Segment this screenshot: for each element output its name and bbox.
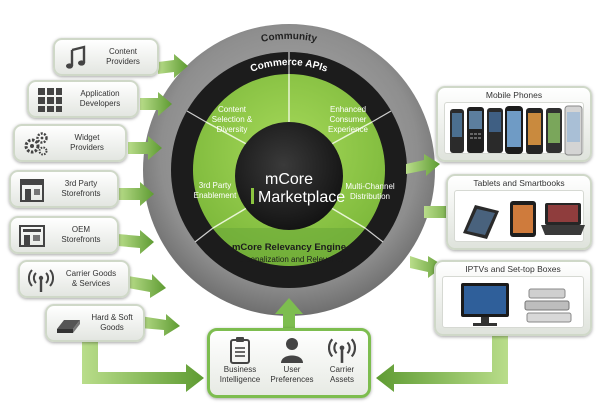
gears-icon (24, 132, 48, 156)
relevancy-engine-title: mCore Relevancy Engine (232, 242, 346, 253)
core-circle (235, 122, 343, 230)
tablets-icon (463, 201, 585, 239)
provider-label: 3rd Party Storefronts (61, 179, 101, 198)
core-title-line2: Marketplace (258, 189, 345, 206)
provider-label: Widget Providers (70, 133, 104, 152)
input-user-preferences: User Preferences (266, 336, 318, 384)
oem-store-icon (19, 225, 45, 247)
community-label: Community (260, 31, 318, 45)
relevancy-inputs-panel: Business Intelligence User Preferences C… (207, 328, 371, 398)
signal-tower-icon (328, 338, 356, 363)
provider-hard-soft-goods: Hard & Soft Goods (45, 304, 145, 342)
provider-content: Content Providers (53, 38, 159, 76)
channel-label: IPTVs and Set-top Boxes (465, 264, 561, 274)
relevancy-engine-subtitle: Personalization and Relevancy (234, 255, 344, 264)
channel-iptv-settop: IPTVs and Set-top Boxes (434, 260, 592, 336)
provider-3rd-party-storefronts: 3rd Party Storefronts (9, 170, 119, 208)
storefront-icon (20, 179, 44, 202)
input-label: Business Intelligence (219, 365, 261, 384)
mobile-phones-icon (450, 105, 583, 156)
input-business-intelligence: Business Intelligence (214, 336, 266, 384)
provider-label: Application Developers (79, 89, 121, 108)
bottom-left-arrow (82, 340, 204, 392)
music-note-icon (66, 45, 86, 69)
provider-applications: Application Developers (27, 80, 139, 118)
relevancy-engine-band (213, 228, 365, 266)
provider-oem-storefronts: OEM Storefronts (9, 216, 119, 254)
input-label: User Preferences (270, 365, 314, 384)
provider-label: Content Providers (106, 47, 140, 66)
clipboard-icon (230, 337, 250, 364)
channel-label: Mobile Phones (485, 90, 543, 100)
left-inflow-arrows (118, 54, 188, 336)
provider-label: OEM Storefronts (61, 225, 101, 244)
channel-label: Tablets and Smartbooks (473, 178, 565, 188)
channel-tablets: Tablets and Smartbooks (446, 174, 592, 250)
tv-settop-icon (461, 283, 572, 326)
provider-label: Hard & Soft Goods (91, 313, 133, 332)
input-label: Carrier Assets (329, 365, 355, 384)
up-arrow (275, 298, 303, 328)
signal-tower-icon (28, 269, 54, 292)
core-title-line1: mCore (265, 171, 313, 188)
ring-spokes (186, 52, 392, 243)
user-icon (281, 338, 303, 363)
provider-label: Carrier Goods & Services (65, 269, 117, 288)
app-grid-icon (38, 88, 62, 112)
provider-carrier-goods: Carrier Goods & Services (18, 260, 130, 298)
provider-widgets: Widget Providers (13, 124, 127, 162)
core-accent-bar (251, 188, 254, 204)
segment-dividers (205, 74, 373, 229)
input-carrier-assets: Carrier Assets (316, 336, 368, 384)
package-icon (57, 320, 80, 333)
channel-mobile-phones: Mobile Phones (436, 86, 592, 162)
